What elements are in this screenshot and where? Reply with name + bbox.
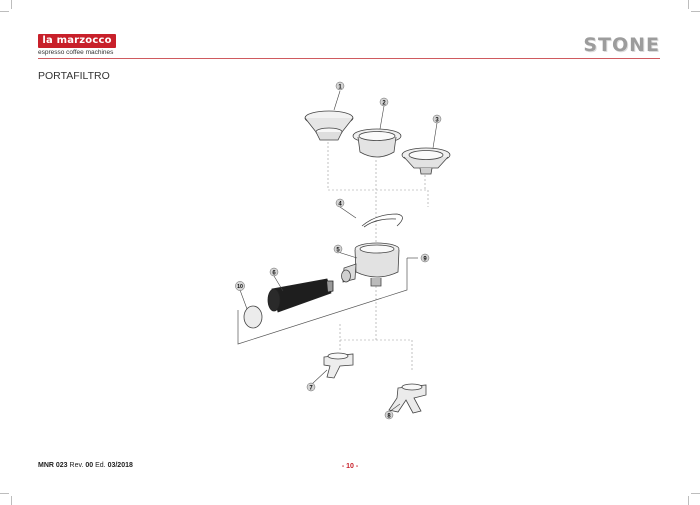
callout-4: 4 <box>335 198 345 207</box>
leader-lines <box>239 90 438 413</box>
callout-6-label: 6 <box>272 270 276 276</box>
model-name: STONE <box>583 34 660 56</box>
crop-mark <box>0 11 9 12</box>
brand-tagline: espresso coffee machines <box>38 49 114 56</box>
crop-mark <box>11 496 12 505</box>
ed-value: 03/2018 <box>107 462 133 469</box>
doc-code: MNR 023 <box>38 462 68 469</box>
callout-2: 2 <box>379 97 389 106</box>
callout-5: 5 <box>333 244 343 253</box>
portafilter-body <box>341 242 400 287</box>
crop-mark <box>688 496 689 505</box>
crop-mark <box>0 493 9 494</box>
portafilter-handle <box>267 278 334 313</box>
assembly-guide-lines <box>327 142 429 372</box>
rev-value: 00 <box>85 462 94 469</box>
brand-logo: la marzocco <box>38 34 116 48</box>
callout-4-label: 4 <box>338 201 342 207</box>
callout-8-label: 8 <box>387 413 391 419</box>
callout-10-label: 10 <box>237 284 243 290</box>
crop-mark <box>11 0 12 9</box>
filter-basket-triple <box>401 147 451 175</box>
callout-8: 8 <box>384 410 394 419</box>
ed-label: Ed. <box>95 462 106 469</box>
callout-3-label: 3 <box>435 117 439 123</box>
page-number: - 10 - <box>341 463 359 470</box>
crop-mark <box>691 11 700 12</box>
document-reference: MNR 023 Rev. 00 Ed. 03/2018 <box>38 462 133 469</box>
header-rule <box>38 58 660 59</box>
callout-1: 1 <box>335 81 345 90</box>
callout-2-label: 2 <box>382 100 386 106</box>
section-title: PORTAFILTRO <box>38 70 110 82</box>
callout-7: 7 <box>306 382 316 391</box>
spout-double <box>388 383 427 414</box>
filter-basket-single <box>304 110 354 141</box>
callout-1-label: 1 <box>338 84 342 90</box>
assembly-bracket <box>237 257 418 345</box>
crop-mark <box>691 493 700 494</box>
crop-mark <box>688 0 689 9</box>
callout-10: 10 <box>235 281 245 291</box>
filter-basket-double <box>352 128 402 158</box>
handle-end-cap <box>243 305 263 329</box>
rev-label: Rev. <box>69 462 84 469</box>
callout-9: 9 <box>420 253 430 262</box>
callout-9-label: 9 <box>423 256 427 262</box>
filter-spring <box>361 213 403 228</box>
callout-5-label: 5 <box>336 247 340 253</box>
callout-6: 6 <box>269 267 279 276</box>
callout-3: 3 <box>432 114 442 123</box>
spout-single <box>323 352 354 379</box>
callout-7-label: 7 <box>309 385 313 391</box>
